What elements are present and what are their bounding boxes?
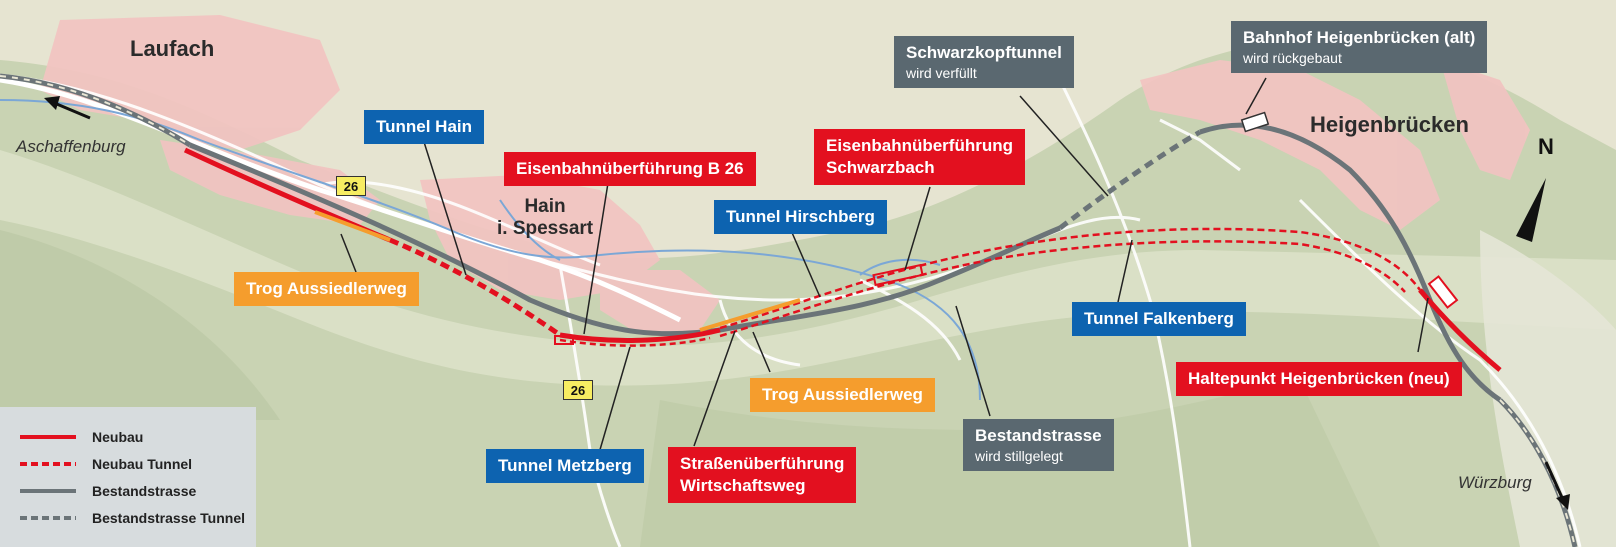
meadow-area xyxy=(0,150,1616,386)
label-strassenueberfuehrung: Straßenüberführung Wirtschaftsweg xyxy=(668,447,857,503)
legend-swatch-neubau-tunnel xyxy=(20,462,76,466)
legend-item-bestand-tunnel: Bestandstrasse Tunnel xyxy=(20,508,245,528)
legend-item-bestand: Bestandstrasse xyxy=(20,481,196,501)
existing-line xyxy=(0,73,1578,547)
road-sign-b26-lower: 26 xyxy=(563,380,593,400)
station-new-marker xyxy=(1427,275,1459,309)
arrow-wuerzburg xyxy=(1544,461,1570,510)
station-old-marker xyxy=(1240,111,1270,133)
north-arrow-icon xyxy=(1516,178,1546,242)
leader-lines xyxy=(340,77,1429,461)
legend-item-neubau-tunnel: Neubau Tunnel xyxy=(20,454,192,474)
settlement-areas xyxy=(40,15,1530,335)
label-haltepunkt-neu: Haltepunkt Heigenbrücken (neu) xyxy=(1176,362,1462,396)
label-tunnel-metzberg: Tunnel Metzberg xyxy=(486,449,644,483)
legend-swatch-bestand-tunnel xyxy=(20,516,76,520)
label-bestandstrasse-stillgelegt: Bestandstrasse wird stillgelegt xyxy=(963,419,1114,471)
valley-area xyxy=(0,0,1616,259)
label-trog-aussiedlerweg-east: Trog Aussiedlerweg xyxy=(750,378,935,412)
legend-item-neubau: Neubau xyxy=(20,427,143,447)
north-label: N xyxy=(1538,134,1554,159)
label-tunnel-hirschberg: Tunnel Hirschberg xyxy=(714,200,887,234)
city-aschaffenburg: Aschaffenburg xyxy=(16,137,126,156)
legend-swatch-neubau xyxy=(20,435,76,439)
town-heigenbruecken: Heigenbrücken xyxy=(1310,112,1469,137)
road-sign-b26: 26 xyxy=(336,176,366,196)
label-tunnel-falkenberg: Tunnel Falkenberg xyxy=(1072,302,1246,336)
label-bahnhof-alt: Bahnhof Heigenbrücken (alt) wird rückgeb… xyxy=(1231,21,1488,73)
label-eu-b26: Eisenbahnüberführung B 26 xyxy=(504,152,756,186)
label-schwarzkopftunnel: Schwarzkopftunnel wird verfüllt xyxy=(894,36,1074,88)
town-hain: Hain i. Spessart xyxy=(497,196,594,239)
label-eu-schwarzbach: Eisenbahnüberführung Schwarzbach xyxy=(814,129,1025,185)
town-laufach: Laufach xyxy=(130,36,215,61)
label-trog-aussiedlerweg-west: Trog Aussiedlerweg xyxy=(234,272,419,306)
legend: Neubau Neubau Tunnel Bestandstrasse Best… xyxy=(0,407,256,547)
arrow-aschaffenburg xyxy=(44,96,91,120)
city-wuerzburg: Würzburg xyxy=(1458,473,1532,492)
legend-swatch-bestand xyxy=(20,489,76,493)
label-tunnel-hain: Tunnel Hain xyxy=(364,110,485,144)
